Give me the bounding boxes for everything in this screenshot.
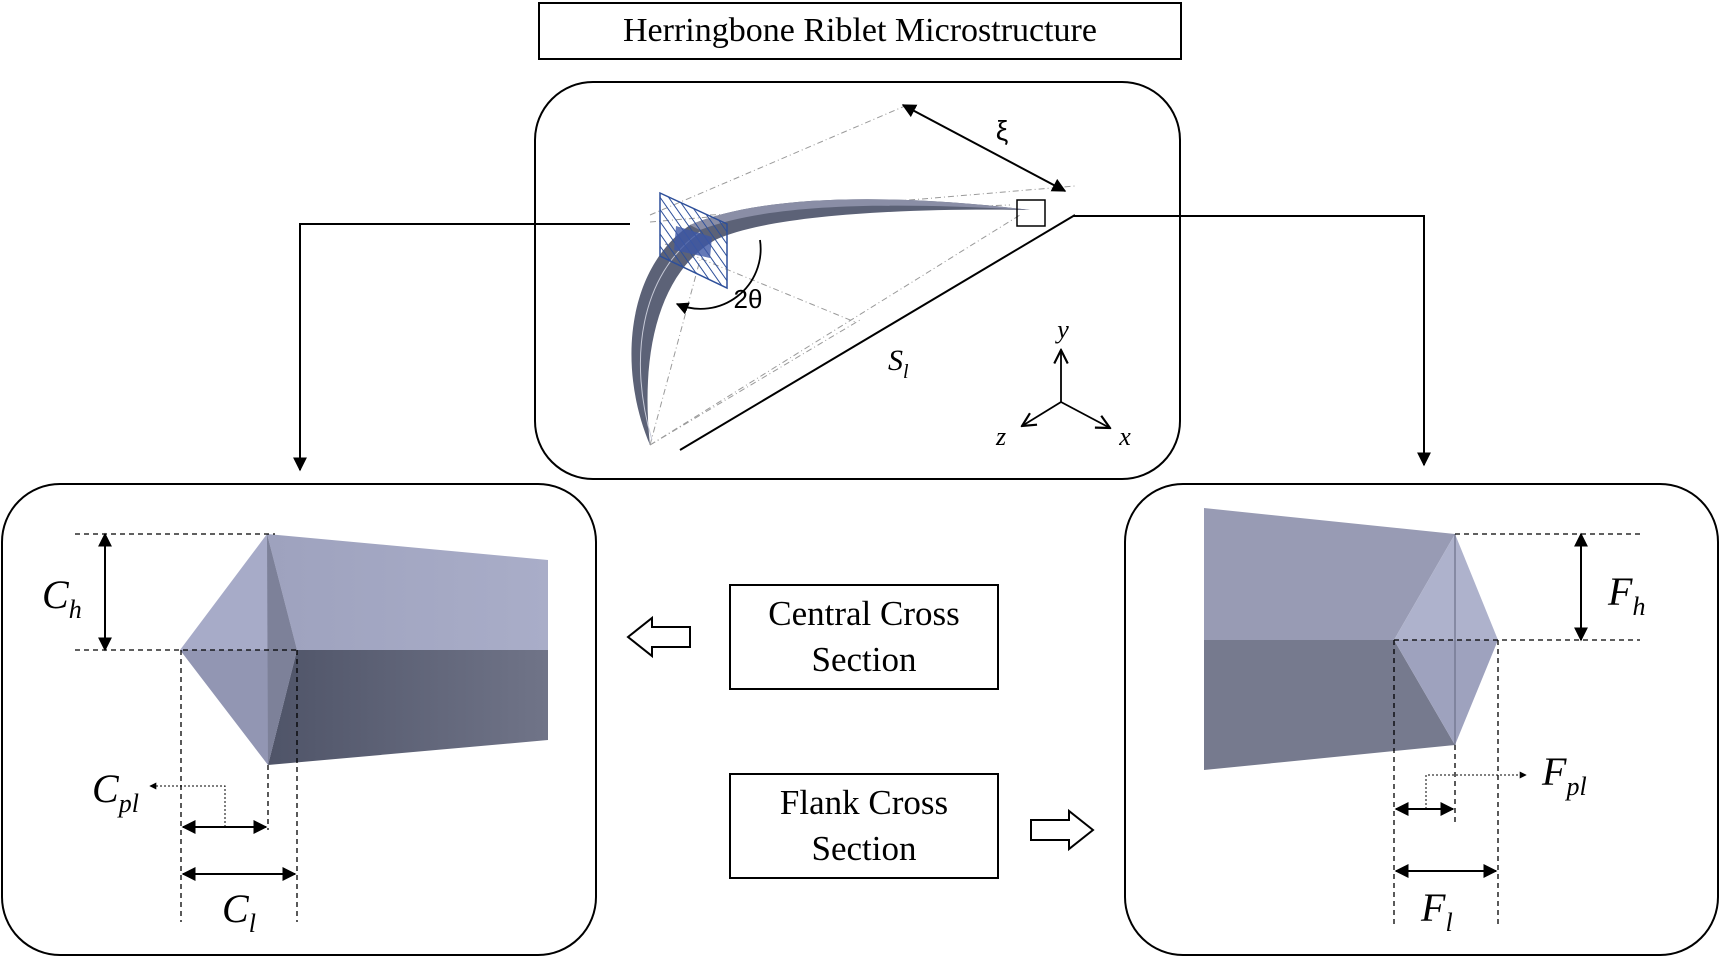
central-cross-section-label: Central Cross Section	[729, 584, 999, 690]
axis-y-label: y	[1054, 315, 1069, 344]
central-panel-frame	[1, 483, 597, 956]
central-pl-leader	[149, 782, 226, 827]
central-length-label: Cl	[222, 886, 256, 938]
span-dimension-line	[679, 214, 1076, 451]
axis-x-label: x	[1118, 422, 1131, 451]
flank-panel-frame	[1124, 483, 1719, 956]
top-panel-frame	[534, 81, 1181, 480]
flank-dimensions	[1393, 533, 1640, 925]
flank-length-label: Fl	[1420, 885, 1453, 937]
flank-label-line1: Flank Cross	[779, 783, 949, 822]
coordinate-axes	[1022, 350, 1110, 428]
flank-label-line2: Section	[811, 829, 917, 868]
xi-label: ξ	[996, 115, 1009, 146]
flank-section-shape	[1204, 508, 1498, 770]
span-label: Sl	[888, 344, 909, 383]
connector-left	[293, 223, 630, 472]
diagram-title: Herringbone Riblet Microstructure	[538, 2, 1182, 60]
flank-height-label: Fh	[1607, 569, 1645, 621]
xi-dimension-arrow	[901, 104, 1067, 192]
central-label-line2: Section	[811, 640, 917, 679]
central-height-label: Ch	[42, 572, 82, 624]
central-hollow-arrow	[626, 615, 691, 659]
central-label-line1: Central Cross	[768, 594, 960, 633]
axis-z-label: z	[995, 422, 1006, 451]
central-section-shape	[180, 534, 548, 765]
angle-arc	[675, 239, 762, 315]
flank-hollow-arrow	[1030, 808, 1095, 852]
tip-inset-marker	[1016, 199, 1046, 227]
connector-right	[1073, 215, 1431, 467]
flank-pl-leader	[1425, 771, 1527, 809]
flank-pl-label: Fpl	[1541, 749, 1587, 801]
flank-cross-section-label: Flank Cross Section	[729, 773, 999, 879]
angle-label: 2θ	[734, 284, 763, 314]
central-pl-label: Cpl	[92, 766, 139, 818]
section-plane	[659, 191, 728, 290]
